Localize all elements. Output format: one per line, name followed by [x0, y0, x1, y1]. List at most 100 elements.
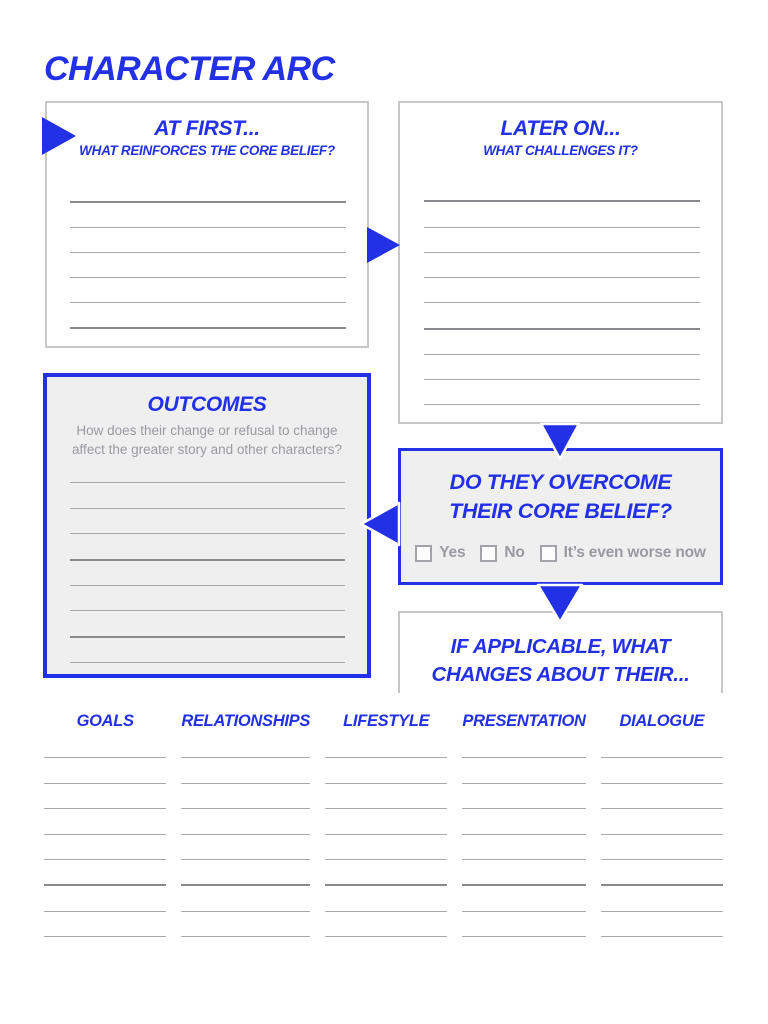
writing-line: [70, 177, 346, 203]
checkbox-worse-label: It’s even worse now: [563, 544, 706, 561]
writing-line: [462, 758, 586, 784]
writing-line: [600, 733, 723, 759]
writing-line: [325, 835, 448, 860]
writing-line: [181, 912, 311, 938]
writing-line: [70, 586, 345, 612]
writing-line: [181, 809, 311, 835]
column-presentation: PRESENTATION: [462, 706, 586, 938]
column-dialogue-writing-lines: [600, 733, 723, 938]
writing-line: [600, 784, 723, 810]
writing-line: [70, 509, 345, 535]
column-goals-writing-lines: [44, 733, 167, 938]
column-presentation-writing-lines: [462, 733, 586, 938]
later-on-subtitle: WHAT CHALLENGES IT?: [483, 143, 638, 158]
writing-line: [600, 860, 723, 887]
writing-line: [181, 886, 311, 912]
writing-line: [44, 912, 167, 938]
writing-line: [70, 278, 346, 303]
writing-line: [325, 912, 448, 938]
writing-line: [600, 809, 723, 835]
outcomes-title: OUTCOMES: [147, 393, 267, 416]
later-on-box: LATER ON... WHAT CHALLENGES IT?: [398, 101, 723, 424]
writing-line: [462, 860, 586, 887]
writing-line: [70, 638, 345, 664]
checkbox-no[interactable]: [480, 544, 498, 562]
writing-line: [325, 886, 448, 912]
writing-line: [44, 809, 167, 835]
arrow-down-later-to-overcome-icon: [539, 422, 581, 461]
option-worse[interactable]: It’s even worse now: [539, 544, 706, 562]
writing-line: [325, 733, 448, 759]
arrow-right-first-to-later-icon: [367, 227, 400, 263]
column-lifestyle-label: LIFESTYLE: [343, 712, 430, 730]
writing-line: [181, 758, 311, 784]
writing-line: [424, 278, 700, 304]
option-yes[interactable]: Yes: [415, 544, 466, 562]
writing-line: [600, 835, 723, 860]
writing-line: [70, 458, 345, 484]
checkbox-no-label: No: [504, 544, 525, 561]
writing-line: [325, 784, 448, 810]
writing-line: [462, 835, 586, 860]
writing-line: [70, 534, 345, 561]
writing-line: [600, 912, 723, 938]
writing-line: [424, 176, 700, 203]
column-goals-label: GOALS: [76, 712, 134, 730]
writing-line: [44, 784, 167, 810]
writing-line: [462, 809, 586, 835]
outcomes-writing-lines: [70, 458, 345, 664]
option-no[interactable]: No: [480, 544, 525, 562]
writing-line: [70, 228, 346, 253]
checkbox-worse[interactable]: [539, 544, 557, 562]
overcome-box: DO THEY OVERCOME THEIR CORE BELIEF? Yes …: [398, 448, 723, 585]
writing-line: [424, 380, 700, 406]
page-title: CHARACTER ARC: [44, 50, 335, 88]
overcome-title: DO THEY OVERCOME THEIR CORE BELIEF?: [449, 470, 672, 523]
column-dialogue-label: DIALOGUE: [619, 712, 705, 730]
writing-line: [44, 886, 167, 912]
checkbox-yes-label: Yes: [439, 544, 466, 561]
writing-line: [44, 860, 167, 887]
writing-line: [424, 228, 700, 253]
writing-line: [424, 355, 700, 380]
writing-line: [424, 303, 700, 330]
at-first-subtitle: WHAT REINFORCES THE CORE BELIEF?: [79, 143, 335, 158]
writing-line: [462, 886, 586, 912]
checkbox-yes[interactable]: [415, 544, 433, 562]
writing-line: [462, 733, 586, 759]
column-lifestyle-writing-lines: [325, 733, 448, 938]
overcome-options: Yes No It’s even worse now: [401, 544, 720, 562]
writing-line: [600, 758, 723, 784]
writing-line: [600, 886, 723, 912]
outcomes-box: OUTCOMES How does their change or refusa…: [43, 373, 371, 678]
column-relationships: RELATIONSHIPS: [181, 706, 311, 938]
later-on-writing-lines: [424, 176, 700, 406]
writing-line: [70, 611, 345, 638]
column-relationships-label: RELATIONSHIPS: [181, 712, 311, 730]
later-on-title: LATER ON...: [500, 117, 621, 140]
writing-line: [44, 733, 167, 759]
column-presentation-label: PRESENTATION: [462, 712, 586, 730]
arrow-left-overcome-to-outcomes-icon: [359, 501, 401, 547]
writing-line: [70, 253, 346, 278]
at-first-writing-lines: [70, 177, 346, 329]
writing-line: [181, 784, 311, 810]
changes-columns: GOALS RELATIONSHIPS LIFESTYLE PRESENTATI…: [44, 706, 723, 938]
column-relationships-writing-lines: [181, 733, 311, 938]
at-first-title: AT FIRST...: [154, 117, 260, 140]
writing-line: [70, 203, 346, 228]
writing-line: [181, 835, 311, 860]
writing-line: [181, 733, 311, 759]
at-first-box: AT FIRST... WHAT REINFORCES THE CORE BEL…: [45, 101, 369, 348]
writing-line: [181, 860, 311, 887]
writing-line: [424, 253, 700, 278]
writing-line: [462, 784, 586, 810]
if-applicable-title: IF APPLICABLE, WHAT CHANGES ABOUT THEIR.…: [431, 635, 690, 686]
writing-line: [424, 202, 700, 228]
arrow-down-overcome-to-changes-icon: [536, 583, 584, 624]
writing-line: [70, 561, 345, 586]
writing-line: [424, 330, 700, 355]
arrow-right-entry-icon: [42, 117, 76, 155]
column-lifestyle: LIFESTYLE: [325, 706, 448, 938]
